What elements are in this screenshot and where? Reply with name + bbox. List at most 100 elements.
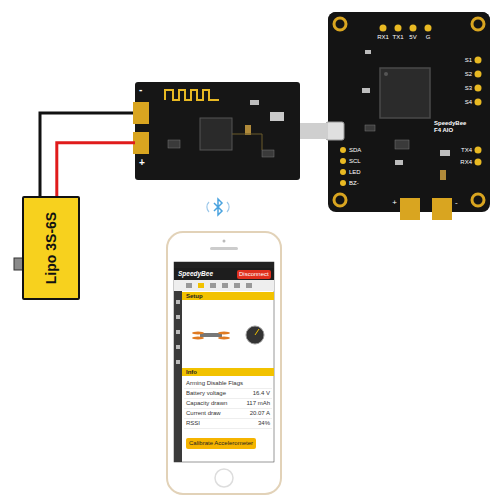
toolbar-icon	[198, 283, 204, 288]
pin-label: SCL	[349, 158, 361, 165]
app-logo: SpeedyBee	[178, 270, 213, 277]
toolbar-icon	[246, 283, 252, 288]
signal-wave	[207, 202, 209, 212]
solder-pad	[410, 25, 417, 32]
pin-label: +	[392, 199, 397, 208]
toolbar-icon	[234, 283, 240, 288]
solder-pad	[475, 147, 482, 154]
toolbar-icons	[186, 283, 252, 288]
sidebar-icon	[176, 315, 180, 319]
sidebar-icons	[176, 300, 180, 364]
polarity-sign: -	[139, 84, 142, 96]
bluetooth-pcb	[135, 82, 300, 180]
info-value: 16.4 V	[253, 390, 270, 397]
battery-tab	[432, 198, 452, 220]
info-label: Arming Disable Flags	[186, 380, 243, 387]
app-sidebar	[174, 291, 182, 462]
heading-gauge	[246, 326, 264, 344]
section-bar	[182, 292, 274, 300]
toolbar-icon	[210, 283, 216, 288]
solder-pad	[395, 25, 402, 32]
calibrate-button: Calibrate Accelerometer	[186, 438, 256, 449]
board-name: SpeedyBee F4 AIO	[434, 120, 472, 134]
gauge-needle	[255, 329, 259, 335]
section-title: Info	[186, 369, 197, 376]
signal-wave	[227, 202, 229, 212]
disconnect-button: Disconnect	[237, 270, 271, 279]
solder-pad	[380, 25, 387, 32]
app-toolbar	[174, 280, 274, 291]
info-label: Battery voltage	[186, 390, 226, 397]
bluetooth-symbol	[214, 199, 222, 215]
solder-pad	[425, 25, 432, 32]
crystal	[270, 112, 284, 121]
smd-part	[250, 100, 259, 105]
smd-part	[395, 140, 409, 149]
pin-label: RX1	[377, 34, 389, 41]
model-prop	[218, 337, 230, 340]
battery-tab	[400, 198, 420, 220]
toolbar-icon	[222, 283, 228, 288]
pin-label: LED	[349, 169, 361, 176]
info-value: 20.07 A	[250, 410, 270, 417]
section-title: Setup	[186, 293, 203, 300]
mounting-hole	[334, 194, 346, 206]
bluetooth-board: -+	[135, 82, 300, 180]
pin-label: S2	[465, 71, 472, 78]
pin-label: TX4	[461, 147, 472, 154]
info-value: 34%	[258, 420, 270, 427]
smd-part	[440, 150, 450, 156]
bluetooth-chip	[200, 118, 232, 150]
solder-pad	[340, 169, 346, 175]
flight-controller-pcb	[328, 12, 490, 198]
info-label: RSSI	[186, 420, 200, 427]
flight-controller-pcb	[328, 12, 490, 212]
mcu-chip	[380, 68, 430, 118]
pin-label: S3	[465, 85, 472, 92]
smd-part	[395, 160, 403, 165]
info-value: 117 mAh	[246, 400, 270, 407]
smd-part	[362, 88, 370, 93]
pcb-antenna	[165, 90, 219, 100]
phone-screen	[174, 262, 274, 462]
solder-pad	[475, 159, 482, 166]
solder-pad	[133, 132, 149, 154]
solder-pad	[475, 85, 482, 92]
pcb-trace	[232, 134, 262, 150]
smd-part	[365, 50, 371, 54]
usb-socket	[326, 122, 344, 140]
power-wire	[57, 143, 135, 196]
battery-label: Lipo 3S-6S	[43, 212, 59, 284]
sidebar-icon	[176, 360, 180, 364]
polarity-sign: +	[139, 157, 145, 169]
pin-label: G	[426, 34, 431, 41]
pin-label: RX4	[460, 159, 472, 166]
app-screen: SpeedyBee DisconnectSetupInfoArming Disab…	[174, 262, 274, 462]
model-prop	[218, 332, 230, 335]
solder-pad	[133, 102, 149, 124]
section-bar	[182, 368, 274, 376]
black-wire	[40, 113, 137, 196]
smd-part	[365, 125, 375, 131]
pin-label: S1	[465, 57, 472, 64]
mounting-hole	[472, 194, 484, 206]
model-prop	[192, 332, 204, 335]
solder-pad	[340, 158, 346, 164]
toolbar-icon	[186, 283, 192, 288]
usb-plug	[300, 123, 328, 139]
sidebar-icon	[176, 345, 180, 349]
mounting-hole	[334, 18, 346, 30]
phone-camera	[223, 240, 226, 243]
phone-body	[167, 232, 281, 494]
battery-pack: Lipo 3S-6S	[22, 196, 80, 300]
phone-speaker	[210, 247, 238, 250]
pin-label: S4	[465, 99, 472, 106]
pin-label: SDA	[349, 147, 361, 154]
solder-pad	[475, 99, 482, 106]
app-header	[174, 268, 274, 280]
sidebar-icon	[176, 330, 180, 334]
row-dividers	[184, 389, 272, 429]
sidebar-icon	[176, 300, 180, 304]
status-bar	[174, 262, 274, 268]
